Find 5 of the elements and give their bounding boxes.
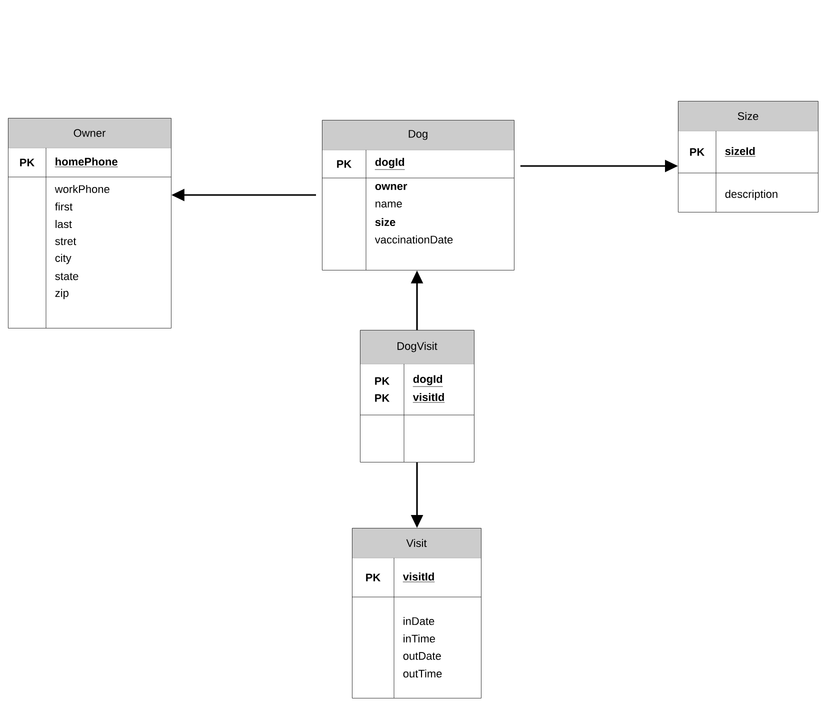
entity-table: Visit PK visitId inDate inTime outDate outTime bbox=[352, 528, 482, 698]
entity-table: Dog PK dogId owner name size vaccinationDate bbox=[322, 120, 514, 270]
entity-table: Size PK sizeId description bbox=[678, 101, 818, 212]
entity-table: Owner PK homePhone workPhone first last stret city state zip bbox=[8, 118, 172, 328]
entity-table: DogVisit PK dogId PK visitId bbox=[360, 330, 474, 462]
